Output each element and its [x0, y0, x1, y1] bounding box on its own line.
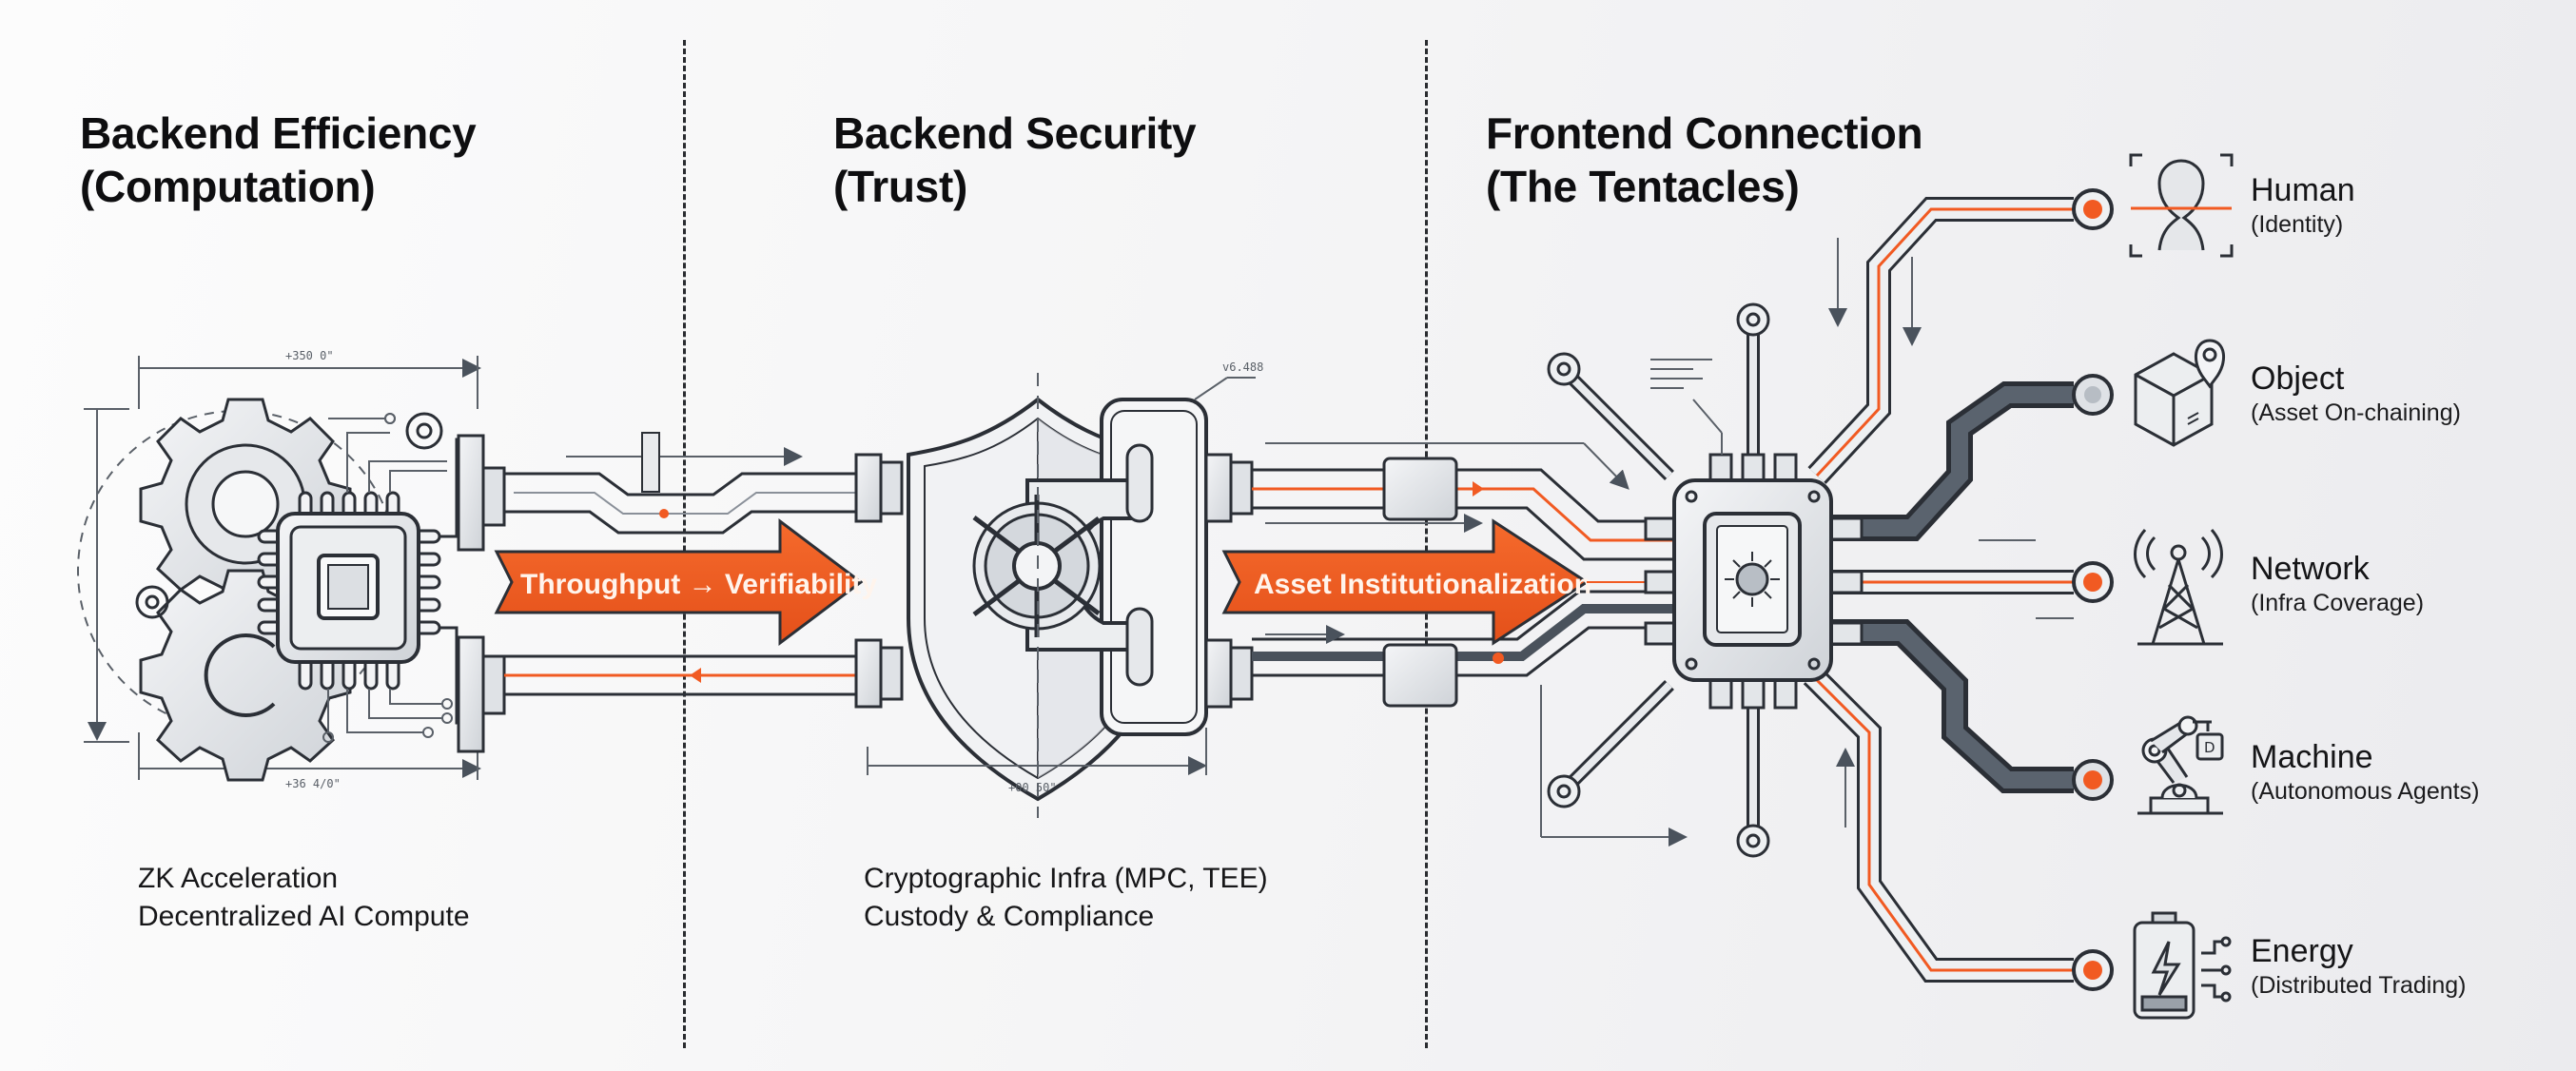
processor-chip-icon: [257, 491, 441, 691]
title-line-2: (Computation): [80, 162, 376, 211]
description-line: Custody & Compliance: [864, 901, 1155, 932]
tentacle-detail: (Identity): [2251, 211, 2344, 238]
tentacle-name: Human: [2251, 172, 2355, 208]
svg-text:D: D: [2204, 739, 2215, 756]
column-description-backend-security: Cryptographic Infra (MPC, TEE) Custody &…: [864, 860, 1268, 936]
tentacle-energy: [1803, 666, 2114, 991]
battery-bolt-icon: [2133, 911, 2232, 1020]
hub-rods: [1547, 302, 1770, 858]
title-line-1: Frontend Connection: [1486, 108, 1923, 158]
svg-text:+00 50": +00 50": [1008, 781, 1057, 794]
tentacle-name: Network: [2251, 551, 2370, 587]
tentacle-label-machine: Machine (Autonomous Agents): [2251, 738, 2479, 807]
description-line: Decentralized AI Compute: [138, 901, 470, 932]
tentacle-detail: (Distributed Trading): [2251, 972, 2467, 999]
small-gear-icon: [135, 585, 169, 619]
tentacle-detail: (Autonomous Agents): [2251, 778, 2480, 805]
description-line: ZK Acceleration: [138, 863, 339, 894]
tentacle-name: Energy: [2251, 933, 2353, 969]
title-line-2: (The Tentacles): [1486, 162, 1800, 211]
flow-arrow-label: Asset Institutionalization: [1254, 569, 1591, 600]
flow-arrow-label: Throughput → Verifiability: [520, 569, 877, 600]
svg-text:+36 4/0": +36 4/0": [285, 777, 341, 790]
column-title-backend-efficiency: Backend Efficiency (Computation): [80, 107, 477, 213]
tentacle-object: [1826, 374, 2114, 541]
pipe-flange: [457, 434, 485, 552]
flow-arrow-asset-institutionalization: [1221, 518, 1590, 646]
radio-tower-icon: [2134, 529, 2223, 646]
security-vault-illustration: +00 50" v6.488: [854, 360, 1263, 818]
tentacle-label-network: Network (Infra Coverage): [2251, 550, 2424, 618]
dimension-lines: [84, 356, 481, 780]
vault-door: [1100, 398, 1208, 736]
title-line-1: Backend Efficiency: [80, 108, 477, 158]
column-title-frontend-connection: Frontend Connection (The Tentacles): [1486, 107, 1923, 213]
tentacle-label-object: Object (Asset On-chaining): [2251, 360, 2461, 428]
column-divider: [1425, 40, 1428, 1048]
title-line-2: (Trust): [833, 162, 967, 211]
tentacle-detail: (Asset On-chaining): [2251, 399, 2461, 426]
tentacle-detail: (Infra Coverage): [2251, 590, 2425, 616]
box-location-icon: [2134, 339, 2225, 447]
svg-text:v6.488: v6.488: [1222, 360, 1263, 374]
hub-processor-icon: [1644, 453, 1864, 710]
data-pipes-efficiency-to-security: [504, 432, 866, 696]
computation-illustration: +350 0" +36 4/0": [77, 349, 506, 790]
title-line-1: Backend Security: [833, 108, 1197, 158]
tentacle-human: [1807, 188, 2114, 484]
column-description-backend-efficiency: ZK Acceleration Decentralized AI Compute: [138, 860, 470, 936]
tentacle-machine: [1826, 619, 2114, 801]
tentacle-label-human: Human (Identity): [2251, 171, 2355, 240]
face-scan-icon: [2129, 153, 2234, 258]
flow-arrow-throughput-verifiability: [494, 517, 864, 647]
svg-text:+350 0": +350 0": [285, 349, 334, 362]
robot-arm-icon: D: [2137, 715, 2224, 815]
tentacle-name: Object: [2251, 360, 2345, 397]
pipe-coupler: [1382, 643, 1458, 708]
pipe-flange: [457, 635, 485, 753]
tentacle-label-energy: Energy (Distributed Trading): [2251, 932, 2466, 1001]
tentacle-network: [1826, 561, 2114, 603]
pipe-coupler: [1382, 457, 1458, 521]
data-pipes-security-to-frontend: [1252, 442, 1674, 708]
column-divider: [683, 40, 686, 1048]
column-title-backend-security: Backend Security (Trust): [833, 107, 1197, 213]
small-gear-icon: [405, 412, 443, 450]
tentacle-name: Machine: [2251, 739, 2373, 775]
tentacle-hub-illustration: [1540, 188, 2114, 991]
description-line: Cryptographic Infra (MPC, TEE): [864, 863, 1268, 894]
